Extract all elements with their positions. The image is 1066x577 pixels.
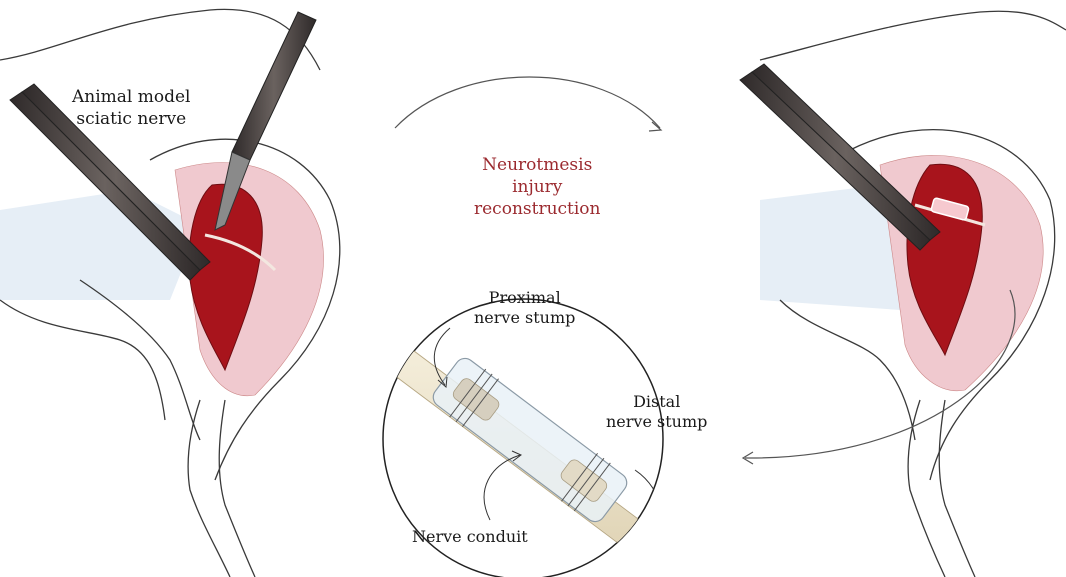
left-tail-lower: [80, 280, 200, 440]
procedure-line3: reconstruction: [474, 198, 601, 220]
top-curved-arrow: [395, 77, 660, 128]
proximal-stump-label: Proximal nerve stump: [474, 288, 575, 328]
animal-model-label: Animal model sciatic nerve: [72, 86, 191, 130]
right-animal-model: [740, 11, 1066, 577]
animal-model-line1: Animal model: [72, 86, 191, 108]
distal-line2: nerve stump: [606, 412, 707, 432]
distal-stump-label: Distal nerve stump: [606, 392, 707, 432]
left-scalpel-handle: [232, 12, 316, 160]
left-body-outline: [0, 9, 320, 70]
conduit-line: Nerve conduit: [412, 527, 528, 547]
left-lower-body: [0, 300, 165, 420]
animal-model-line2: sciatic nerve: [72, 108, 191, 130]
distal-pointer-head: [650, 546, 662, 557]
procedure-label: Neurotmesis injury reconstruction: [474, 154, 601, 220]
right-foot-outline: [939, 400, 975, 577]
proximal-line1: Proximal: [474, 288, 575, 308]
procedure-line2: injury: [474, 176, 601, 198]
nerve-conduit-label: Nerve conduit: [412, 527, 528, 547]
right-lower-body: [780, 300, 915, 440]
right-body-outline: [760, 11, 1066, 60]
proximal-line2: nerve stump: [474, 308, 575, 328]
procedure-line1: Neurotmesis: [474, 154, 601, 176]
distal-line1: Distal: [606, 392, 707, 412]
left-foot-outline: [219, 400, 255, 577]
